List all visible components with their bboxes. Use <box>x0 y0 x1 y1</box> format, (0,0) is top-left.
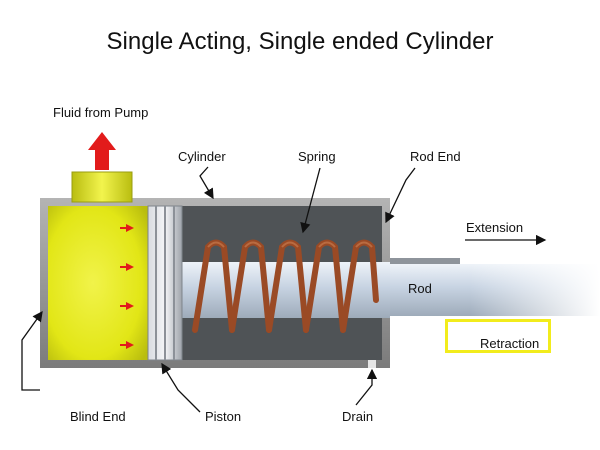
retraction-highlight-box: Retraction <box>445 319 551 353</box>
label-rod: Rod <box>408 281 432 296</box>
rod <box>388 258 600 316</box>
label-fluid-from-pump: Fluid from Pump <box>53 105 149 120</box>
pressure-arrows <box>120 224 134 349</box>
fluid-port <box>71 171 133 203</box>
piston <box>147 205 183 361</box>
fluid-flow-arrow <box>88 132 116 170</box>
label-blind-end: Blind End <box>70 409 126 424</box>
label-spring: Spring <box>298 149 336 164</box>
label-drain: Drain <box>342 409 374 424</box>
label-retraction: Retraction <box>480 336 540 351</box>
label-piston: Piston <box>205 409 242 424</box>
drain-port <box>368 360 376 368</box>
fluid-chamber <box>48 206 148 360</box>
label-cylinder: Cylinder <box>178 149 226 164</box>
diagram-title: Single Acting, Single ended Cylinder <box>106 28 494 55</box>
label-extension: Extension <box>466 220 524 235</box>
label-rod-end: Rod End <box>410 149 461 164</box>
